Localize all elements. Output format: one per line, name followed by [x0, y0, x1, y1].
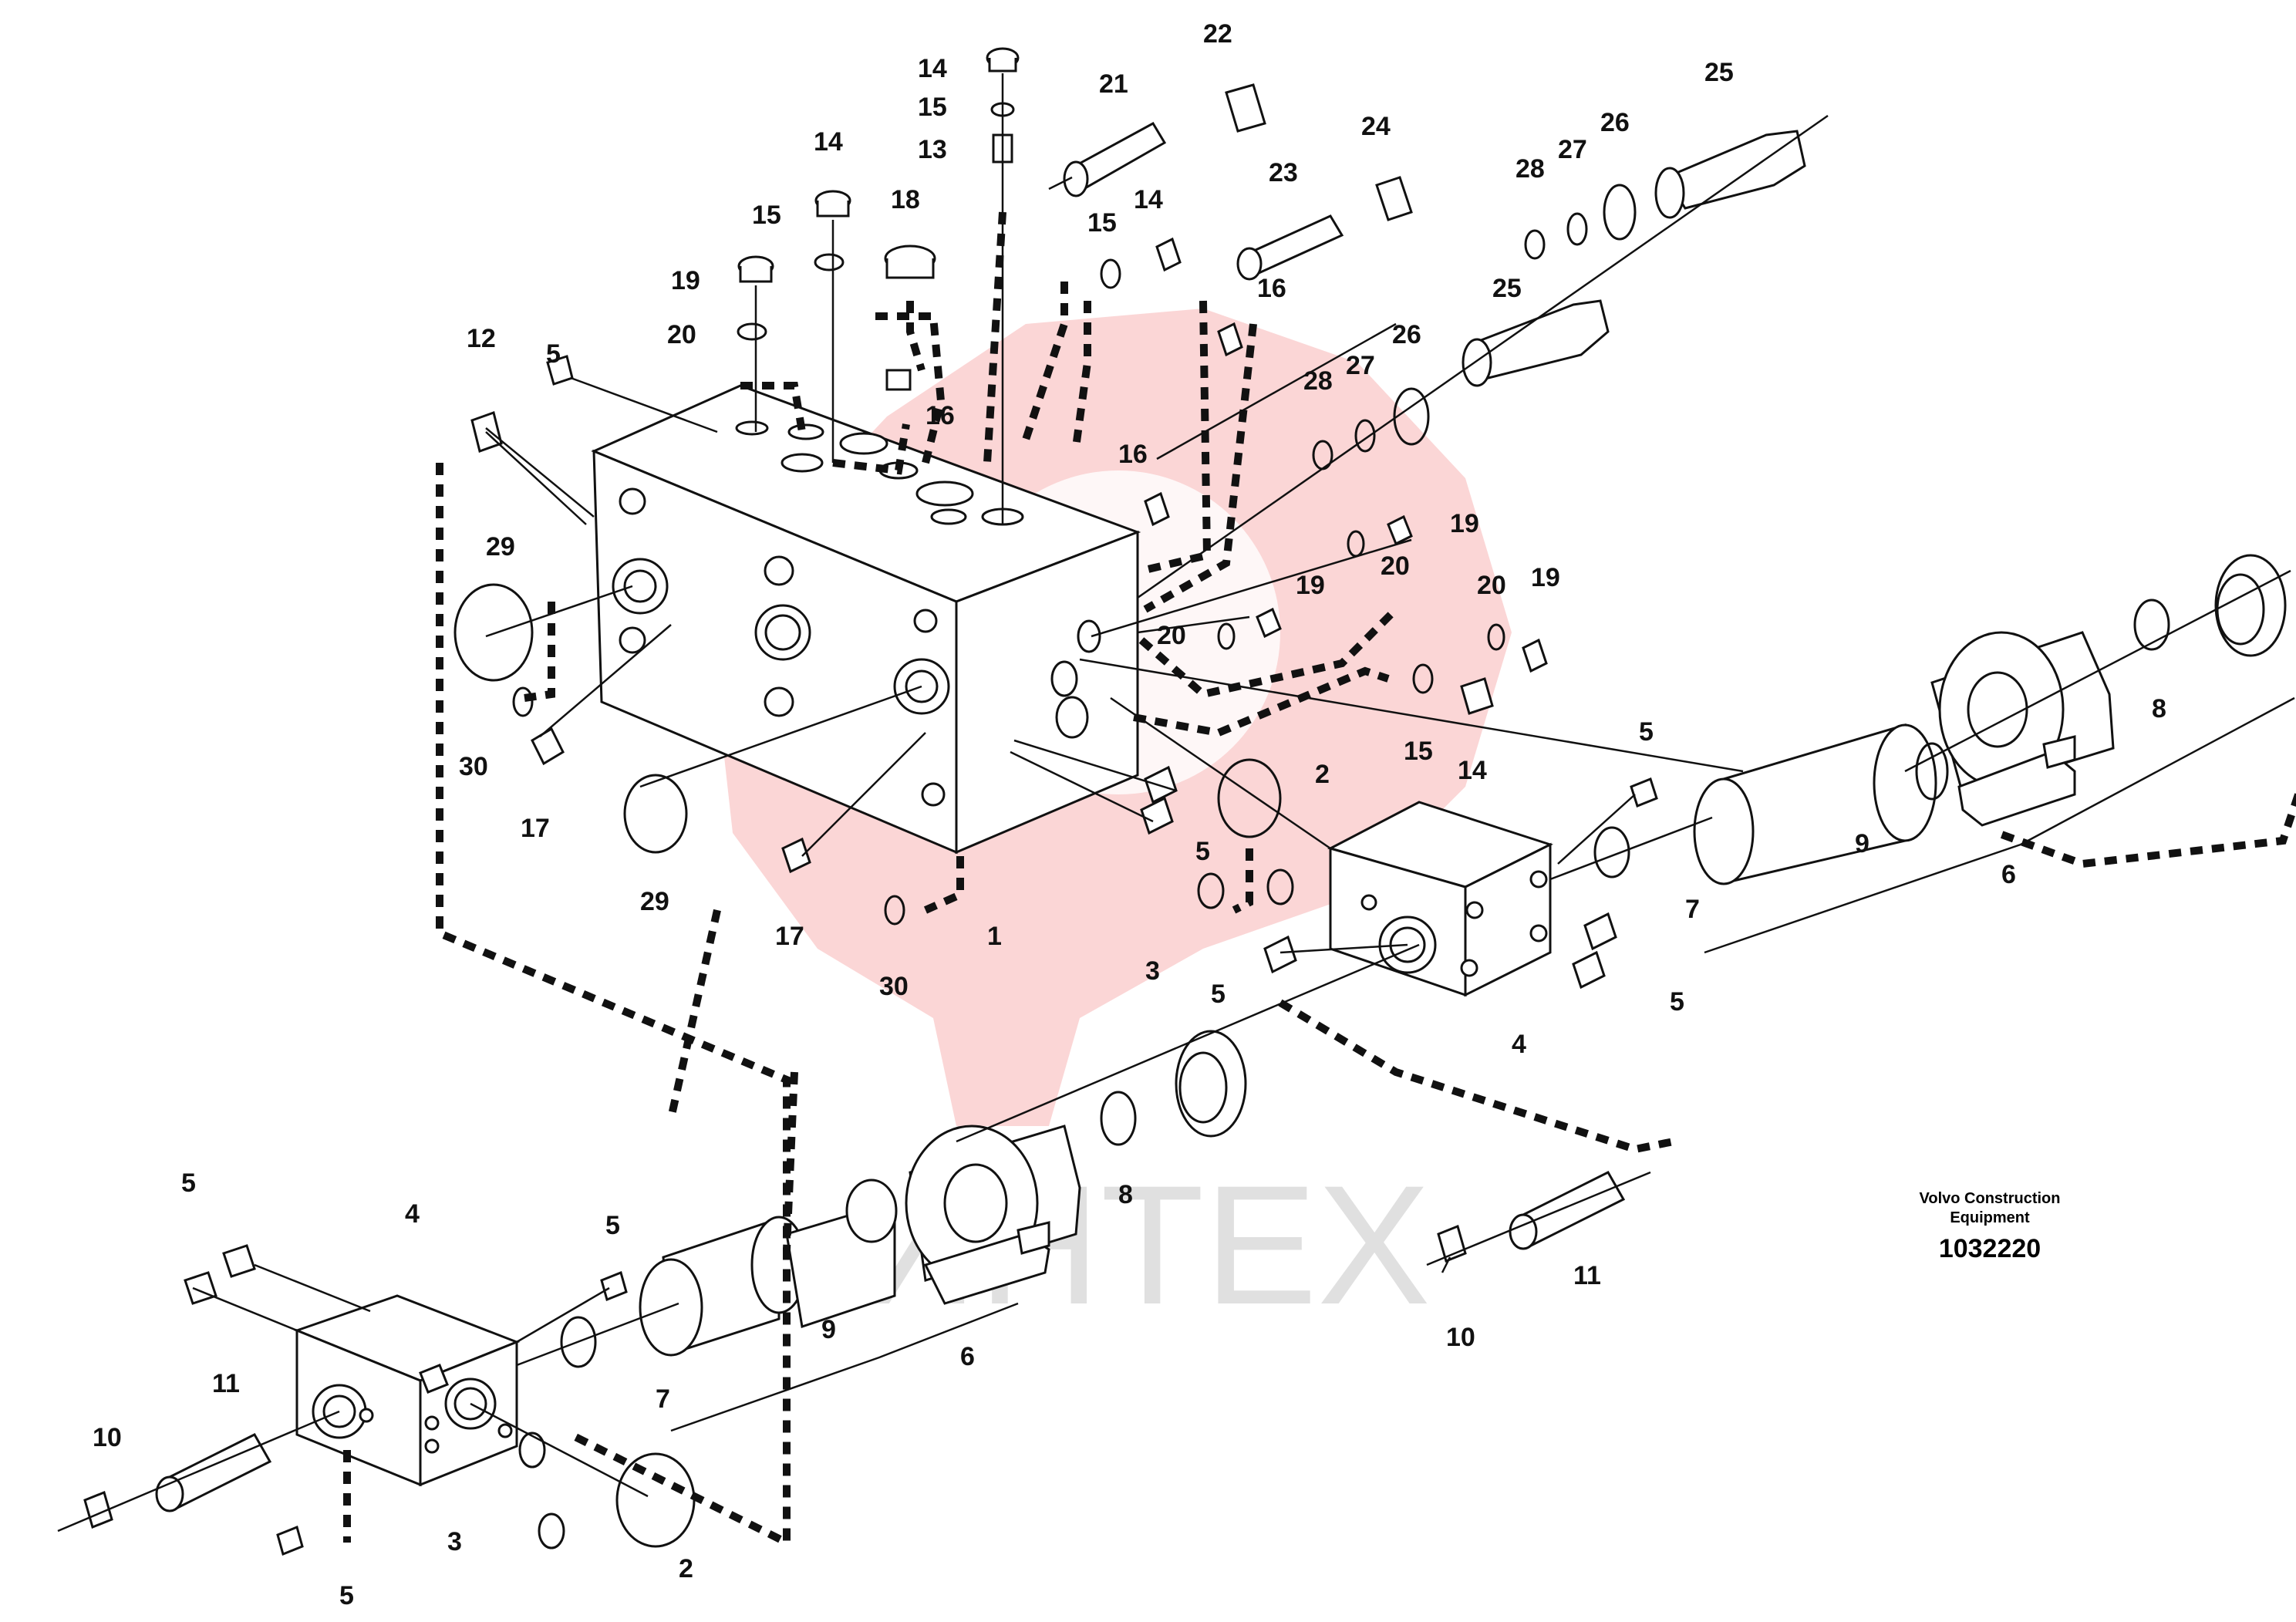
label-part-19: 19 [1296, 571, 1325, 600]
label-part-3: 3 [1145, 956, 1160, 986]
solenoid-coil-right [1693, 554, 2287, 885]
label-part-26: 26 [1600, 108, 1630, 137]
label-part-8: 8 [1118, 1180, 1133, 1209]
label-part-5: 5 [1639, 717, 1654, 747]
solenoid-block-right [1327, 801, 1553, 997]
label-part-14: 14 [814, 127, 843, 157]
label-part-26: 26 [1392, 320, 1421, 349]
drawing-caption: Volvo Construction Equipment 1032220 [1920, 1190, 2061, 1263]
label-part-15: 15 [918, 93, 947, 122]
label-part-19: 19 [1531, 563, 1560, 592]
label-part-30: 30 [459, 752, 488, 781]
label-part-10: 10 [93, 1423, 122, 1452]
main-valve-block [591, 384, 1141, 855]
label-part-28: 28 [1515, 154, 1545, 184]
caption-company-line-2: Equipment [1950, 1209, 2030, 1226]
label-part-11: 11 [1573, 1261, 1601, 1290]
label-part-9: 9 [821, 1315, 836, 1344]
label-part-11: 11 [212, 1369, 240, 1398]
solenoid-block-left [293, 1294, 521, 1487]
label-part-27: 27 [1558, 135, 1587, 164]
label-part-18: 18 [891, 185, 920, 214]
label-part-2: 2 [1315, 760, 1330, 789]
label-part-5: 5 [1195, 837, 1210, 866]
label-part-30: 30 [879, 972, 909, 1001]
label-part-7: 7 [656, 1384, 670, 1414]
label-part-17: 17 [775, 922, 804, 951]
dashed-connection-lines [343, 211, 2296, 1549]
label-part-9: 9 [1855, 829, 1870, 858]
label-part-6: 6 [960, 1342, 975, 1371]
leader-lines [57, 73, 2291, 1533]
label-part-4: 4 [1512, 1030, 1526, 1059]
label-part-10: 10 [1446, 1323, 1475, 1352]
label-part-13: 13 [918, 135, 947, 164]
label-part-7: 7 [1685, 895, 1700, 924]
label-part-8: 8 [2152, 694, 2166, 723]
label-part-5: 5 [181, 1168, 196, 1198]
label-part-20: 20 [1477, 571, 1506, 600]
label-part-16: 16 [1257, 274, 1286, 303]
label-part-5: 5 [1670, 987, 1684, 1017]
label-part-15: 15 [1404, 737, 1433, 766]
label-part-16: 16 [925, 401, 955, 430]
label-part-15: 15 [1087, 208, 1117, 238]
solenoid-coil-left [639, 1030, 1247, 1357]
label-part-24: 24 [1361, 112, 1391, 141]
label-part-2: 2 [679, 1554, 693, 1583]
label-part-17: 17 [521, 814, 550, 843]
label-part-14: 14 [1458, 756, 1487, 785]
adjusting-screw-21 [1063, 83, 1266, 197]
relief-valve-25-upper [1524, 130, 1806, 260]
label-part-1: 1 [987, 922, 1002, 951]
label-part-15: 15 [752, 201, 781, 230]
plugs-and-seals [184, 47, 1658, 1556]
label-part-5: 5 [1211, 980, 1226, 1009]
label-part-20: 20 [667, 320, 696, 349]
label-part-25: 25 [1492, 274, 1522, 303]
label-part-5: 5 [339, 1581, 354, 1610]
label-part-23: 23 [1269, 158, 1298, 187]
label-part-29: 29 [640, 887, 669, 916]
caption-company-line-1: Volvo Construction [1920, 1190, 2061, 1207]
label-part-14: 14 [918, 54, 947, 83]
label-part-20: 20 [1157, 621, 1186, 650]
label-part-19: 19 [1450, 509, 1479, 538]
label-part-25: 25 [1704, 58, 1734, 87]
adjusting-screw-23 [1236, 176, 1413, 281]
label-part-22: 22 [1203, 19, 1232, 49]
label-part-5: 5 [605, 1211, 620, 1240]
label-part-19: 19 [671, 266, 700, 295]
label-part-29: 29 [486, 532, 515, 561]
label-part-28: 28 [1303, 366, 1333, 396]
label-part-6: 6 [2001, 860, 2016, 889]
group-bracket-6 [670, 696, 2295, 1432]
label-part-21: 21 [1099, 69, 1128, 99]
label-part-14: 14 [1134, 185, 1163, 214]
relief-valve-25-lower [1312, 299, 1610, 470]
callout-labels: 1 2 2 3 3 4 4 5 5 5 5 5 5 5 5 6 6 7 7 8 … [93, 19, 2166, 1610]
label-part-4: 4 [405, 1199, 420, 1229]
label-part-27: 27 [1346, 351, 1375, 380]
label-part-3: 3 [447, 1527, 462, 1556]
label-part-20: 20 [1381, 551, 1410, 581]
label-part-16: 16 [1118, 440, 1148, 469]
caption-drawing-number: 1032220 [1939, 1234, 2041, 1263]
label-part-5: 5 [546, 339, 561, 369]
label-part-12: 12 [467, 324, 496, 353]
